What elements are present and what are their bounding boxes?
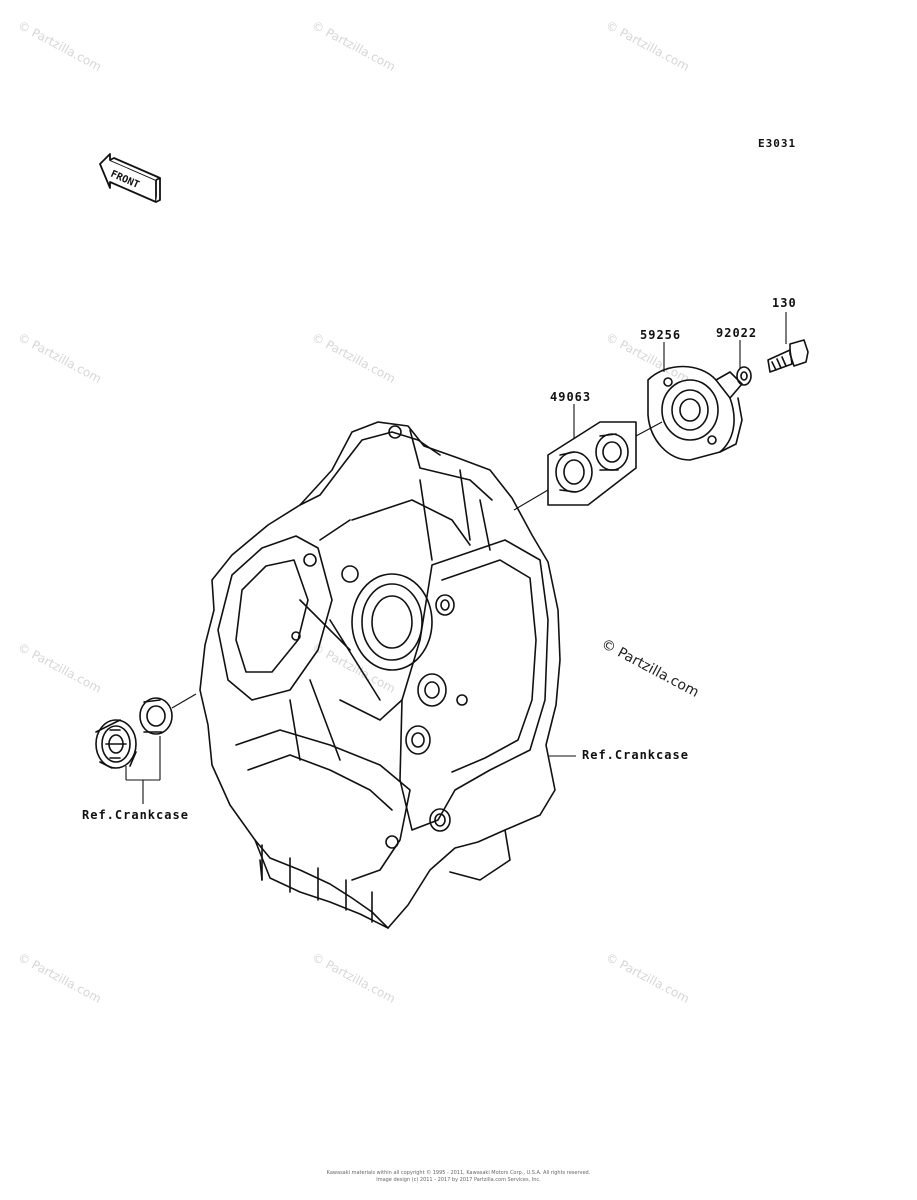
front-direction-arrow: FRONT	[99, 153, 161, 203]
copyright-footer: Kawasaki materials within all copyright …	[326, 1170, 591, 1176]
part-label-59256[interactable]: 59256	[640, 328, 682, 342]
part-49063-oil-seals[interactable]	[547, 421, 637, 506]
part-92022-washer[interactable]	[736, 366, 752, 386]
diagram-code: E3031	[758, 137, 797, 150]
copyright-footer-line2: Image design (c) 2011 - 2017 by 2017 Par…	[376, 1177, 541, 1183]
part-oil-seal-left[interactable]	[139, 697, 173, 735]
part-59256-cover[interactable]	[647, 365, 743, 461]
part-bearing-left[interactable]	[95, 719, 137, 769]
ref-crankcase-left: Ref.Crankcase	[82, 808, 189, 822]
part-label-92022[interactable]: 92022	[716, 326, 758, 340]
crankcase	[199, 421, 561, 929]
part-label-49063[interactable]: 49063	[550, 390, 592, 404]
part-label-130[interactable]: 130	[772, 296, 797, 310]
part-130-bolt[interactable]	[767, 339, 809, 373]
ref-crankcase-right: Ref.Crankcase	[582, 748, 689, 762]
